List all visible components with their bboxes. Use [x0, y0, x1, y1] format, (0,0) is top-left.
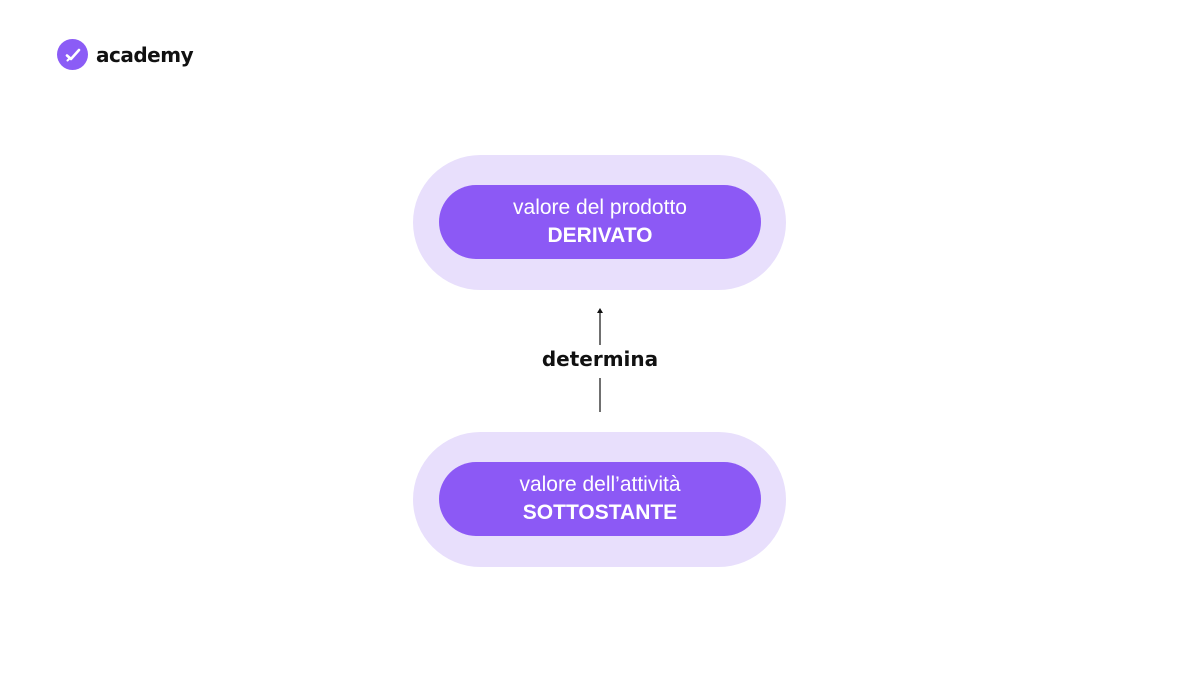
top-node-line2: DERIVATO: [547, 224, 653, 247]
connector-arrow: [597, 308, 603, 412]
bottom-node-label: valore dell’attività SOTTOSTANTE: [439, 462, 761, 536]
top-node-line1: valore del prodotto: [513, 196, 687, 219]
top-node: valore del prodotto DERIVATO: [413, 155, 786, 290]
connector-label: determina: [541, 347, 659, 371]
brand-name: academy: [96, 42, 194, 67]
bottom-node-line2: SOTTOSTANTE: [522, 501, 678, 524]
bottom-node: valore dell’attività SOTTOSTANTE: [413, 432, 786, 567]
brand-logo: academy: [57, 39, 194, 70]
top-node-label: valore del prodotto DERIVATO: [439, 185, 761, 259]
check-icon: [57, 39, 88, 70]
bottom-node-line1: valore dell’attività: [519, 473, 681, 496]
arrow-up-icon: [597, 308, 603, 313]
